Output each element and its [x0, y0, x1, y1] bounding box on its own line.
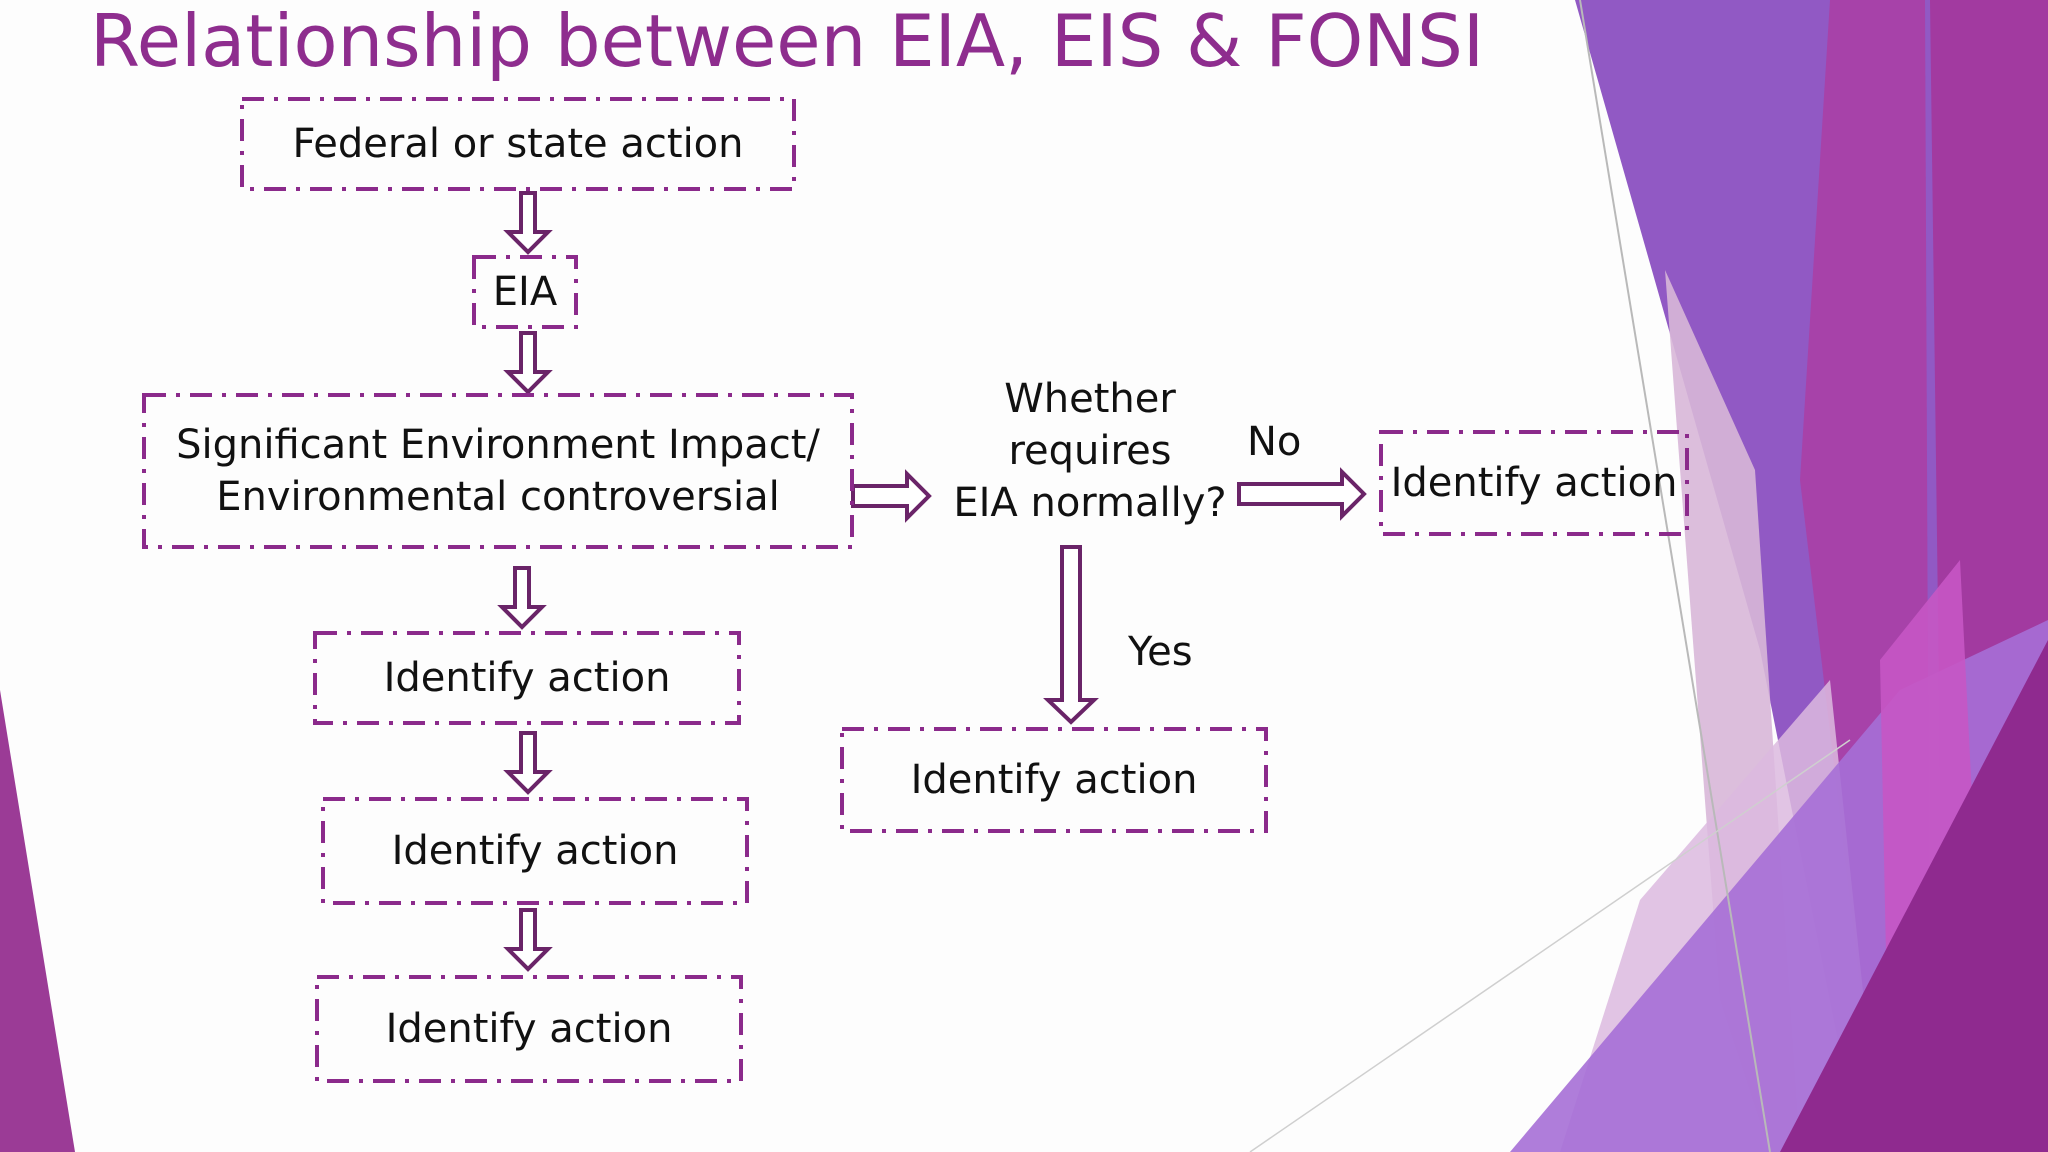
box-border: [321, 797, 749, 905]
box-border: [315, 975, 743, 1083]
left-wedge-shape: [0, 690, 75, 1152]
federal-action-label: Federal or state action: [292, 121, 744, 167]
box-border: [840, 727, 1268, 833]
eia-label: EIA: [492, 269, 558, 315]
identify-action-label-1: Identify action: [383, 655, 671, 701]
arrow-down-eia-to-significant: [503, 331, 553, 395]
arrow-down-federal-to-eia: [503, 191, 553, 255]
identify-action-box-yes: Identify action: [840, 727, 1268, 833]
yes-label: Yes: [1128, 629, 1193, 675]
thin-line-1: [1579, 0, 1771, 1152]
arrow-down-significant-to-identify1: [497, 566, 547, 630]
box-border: [240, 97, 796, 191]
eia-box: EIA: [472, 255, 578, 329]
box-border: [313, 631, 741, 725]
thin-line-2: [1249, 739, 1851, 1152]
federal-action-box: Federal or state action: [240, 97, 796, 191]
identify-action-box-no: Identify action: [1379, 430, 1689, 536]
facet-deep-purple: [1780, 640, 2048, 1152]
significant-impact-line1: Significant Environment Impact/: [176, 422, 820, 468]
decision-line1: Whether: [1004, 376, 1176, 422]
identify-action-label-2: Identify action: [391, 828, 679, 874]
identify-action-label-3: Identify action: [385, 1006, 673, 1052]
box-border: [1379, 430, 1689, 536]
significant-impact-box: Significant Environment Impact/ Environm…: [142, 393, 854, 549]
decision-line3: EIA normally?: [953, 480, 1227, 526]
identify-action-box-1: Identify action: [313, 631, 741, 725]
arrow-right-decision-no: [1237, 467, 1367, 521]
arrow-down-identify1-to-identify2: [503, 731, 553, 795]
arrow-down-decision-yes: [1043, 545, 1099, 725]
identify-action-label-no: Identify action: [1390, 460, 1678, 506]
significant-impact-line2: Environmental controversial: [216, 474, 780, 520]
arrow-right-significant-to-decision: [851, 469, 932, 523]
slide-title: Relationship between EIA, EIS & FONSI: [90, 0, 1485, 83]
decision-line2: requires: [1008, 428, 1172, 474]
identify-action-box-3: Identify action: [315, 975, 743, 1083]
arrow-down-identify2-to-identify3: [503, 908, 553, 972]
identify-action-box-2: Identify action: [321, 797, 749, 905]
box-border: [142, 393, 854, 549]
decision-text: Whether requires EIA normally?: [935, 373, 1245, 529]
identify-action-label-yes: Identify action: [910, 757, 1198, 803]
no-label: No: [1247, 419, 1302, 465]
box-border: [472, 255, 578, 329]
